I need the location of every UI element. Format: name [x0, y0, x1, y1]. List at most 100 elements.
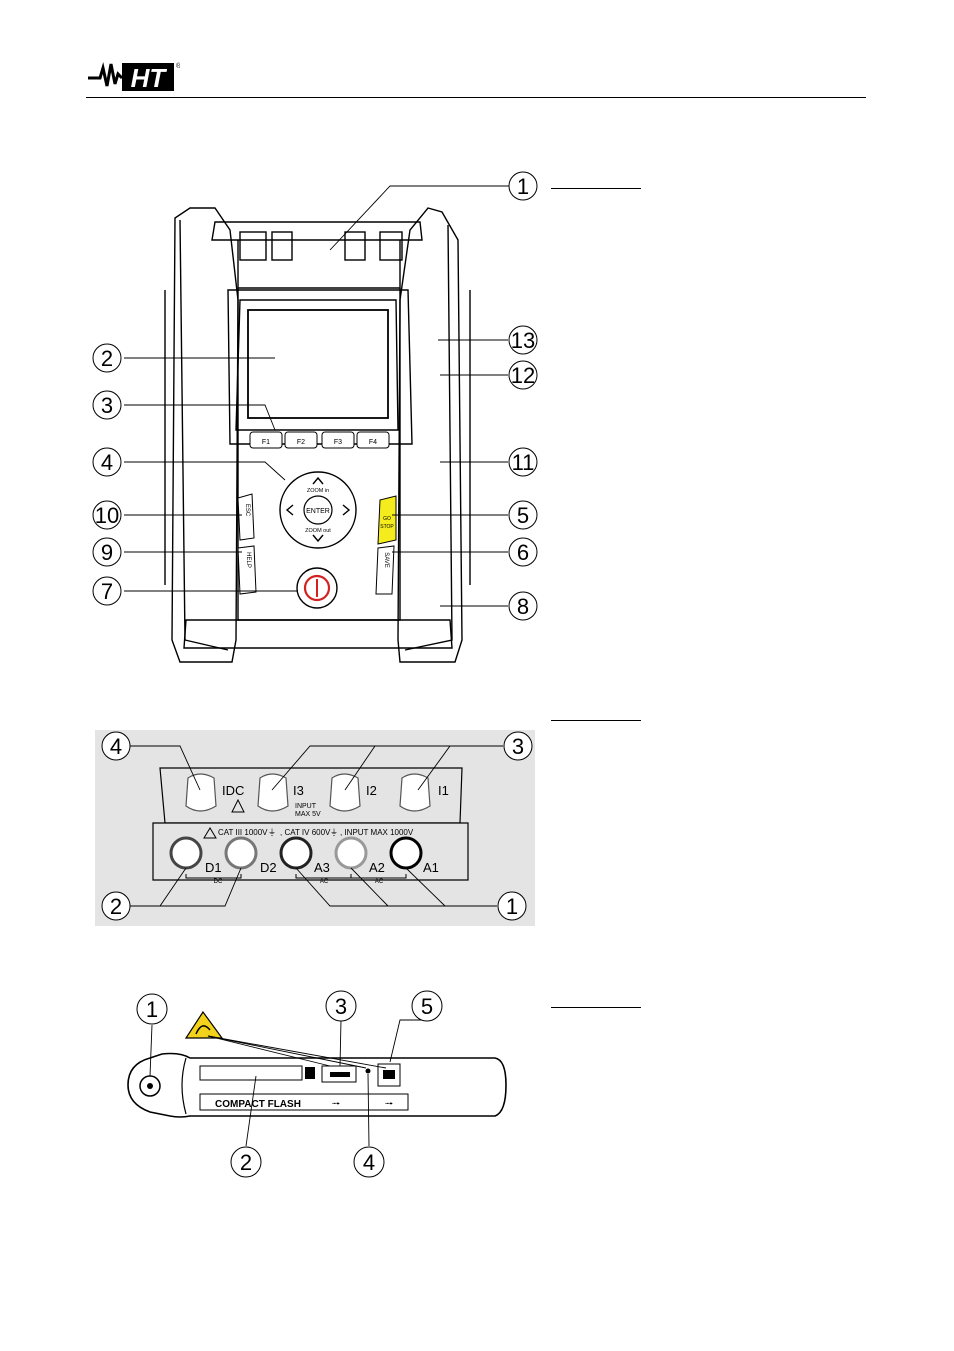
navigation-pad[interactable]: ENTER ZOOM in ZOOM out — [279, 471, 357, 549]
idc-label: IDC — [222, 783, 244, 798]
arrow-left-icon[interactable] — [285, 504, 294, 516]
idc-input[interactable] — [185, 773, 217, 812]
save-key[interactable]: SAVE — [375, 545, 395, 595]
callout-text: 10 — [95, 503, 119, 528]
leader-lines — [149, 1019, 427, 1147]
warning-icon — [231, 798, 245, 813]
callout-3: 3 — [325, 990, 357, 1022]
legend-line-3 — [551, 1007, 641, 1008]
enter-key[interactable] — [303, 495, 333, 525]
a1-label: A1 — [423, 860, 439, 875]
i2-input[interactable] — [329, 773, 361, 812]
header-rule — [86, 97, 866, 98]
i3-label: I3 — [293, 783, 304, 798]
wave-icon — [88, 62, 124, 87]
d1-label: D1 — [205, 860, 222, 875]
input-max-label: , INPUT MAX 1000V — [340, 828, 414, 837]
input-terminals-figure: IDC I3 I2 I1 INPUT MAX 5V CAT III 1000V … — [95, 730, 535, 926]
callout-1: 1 — [497, 891, 527, 921]
d1-jack[interactable] — [169, 836, 203, 870]
callout-text: 1 — [517, 174, 529, 199]
zoom-in-label: ZOOM in — [307, 488, 329, 494]
ht-logo: HT ® — [86, 60, 182, 93]
f2-label: F2 — [297, 439, 305, 446]
compact-flash-label: COMPACT FLASH — [215, 1099, 301, 1110]
stop-label: STOP — [380, 524, 394, 530]
power-button[interactable] — [296, 567, 338, 609]
a3-jack[interactable] — [279, 836, 313, 870]
callout-1: 1 — [508, 171, 538, 201]
f3-label: F3 — [334, 439, 342, 446]
callout-text: 1 — [146, 997, 158, 1022]
callout-4: 4 — [92, 447, 122, 477]
front-panel-figure: F1 F2 F3 F4 ENTER ZOOM in ZOOM out ESC H… — [92, 171, 538, 663]
callout-text: 8 — [517, 594, 529, 619]
d2-label: D2 — [260, 860, 277, 875]
callout-10: 10 — [92, 500, 122, 530]
help-key[interactable]: HELP — [237, 545, 257, 595]
callout-1: 1 — [136, 993, 168, 1025]
esc-key[interactable]: ESC — [237, 493, 255, 541]
ground-icon: ⏚ — [268, 828, 276, 837]
arrow-down-icon[interactable] — [312, 534, 324, 543]
f-keys: F1 F2 F3 F4 — [249, 431, 390, 449]
callout-5: 5 — [411, 990, 443, 1022]
callout-2: 2 — [101, 891, 131, 921]
f4-label: F4 — [369, 439, 377, 446]
callout-13: 13 — [508, 325, 538, 355]
logo-text: HT — [131, 63, 168, 92]
legend-line-1 — [551, 188, 641, 189]
callout-text: 9 — [101, 540, 113, 565]
a2-label: A2 — [369, 860, 385, 875]
arrow-right-icon[interactable] — [342, 504, 351, 516]
leader-lines — [130, 745, 503, 907]
f3-key[interactable] — [321, 431, 355, 449]
callout-text: 4 — [363, 1150, 375, 1175]
zoom-out-label: ZOOM out — [305, 528, 331, 534]
esd-warning-icon — [184, 1010, 224, 1039]
callout-text: 13 — [511, 328, 535, 353]
go-label: GO — [383, 516, 391, 522]
status-led — [365, 1068, 371, 1074]
callout-4: 4 — [101, 731, 131, 761]
callout-11: 11 — [508, 447, 538, 477]
logo-registered: ® — [176, 62, 180, 70]
a2-jack[interactable] — [334, 836, 368, 870]
warning-icon — [203, 827, 217, 839]
callout-text: 1 — [506, 894, 518, 919]
ac-label-2: AC — [375, 879, 384, 885]
side-connectors-figure: COMPACT FLASH ⭬ ⭬ 1 3 5 2 4 — [127, 990, 507, 1178]
usb-icon: ⭬ — [332, 1098, 340, 1110]
power-icon — [303, 574, 331, 602]
callout-12: 12 — [508, 360, 538, 390]
f1-label: F1 — [262, 439, 270, 446]
a1-jack[interactable] — [389, 836, 423, 870]
compact-flash-slot[interactable] — [199, 1065, 303, 1081]
d2-jack[interactable] — [224, 836, 258, 870]
i1-label: I1 — [438, 783, 449, 798]
a3-label: A3 — [314, 860, 330, 875]
f2-key[interactable] — [284, 431, 318, 449]
i3-input[interactable] — [257, 773, 289, 812]
callout-text: 3 — [512, 734, 524, 759]
callout-3: 3 — [503, 731, 533, 761]
ac-label-1: AC — [320, 879, 329, 885]
instrument-body — [164, 207, 471, 663]
legend-line-2 — [551, 720, 641, 721]
input-label: INPUT — [295, 803, 317, 810]
go-stop-key[interactable]: GO STOP — [377, 495, 397, 545]
callout-8: 8 — [508, 591, 538, 621]
callout-3: 3 — [92, 390, 122, 420]
enter-label: ENTER — [306, 508, 330, 515]
callout-2: 2 — [92, 343, 122, 373]
callout-9: 9 — [92, 537, 122, 567]
leader-lines — [124, 185, 510, 607]
callout-text: 12 — [511, 363, 535, 388]
esc-label: ESC — [244, 504, 250, 517]
callout-text: 6 — [517, 540, 529, 565]
ground-icon: ⏚ — [330, 828, 338, 837]
arrow-up-icon[interactable] — [312, 476, 324, 485]
f4-key[interactable] — [356, 431, 390, 449]
usb-icon: ⭬ — [385, 1098, 393, 1110]
f1-key[interactable] — [249, 431, 283, 449]
